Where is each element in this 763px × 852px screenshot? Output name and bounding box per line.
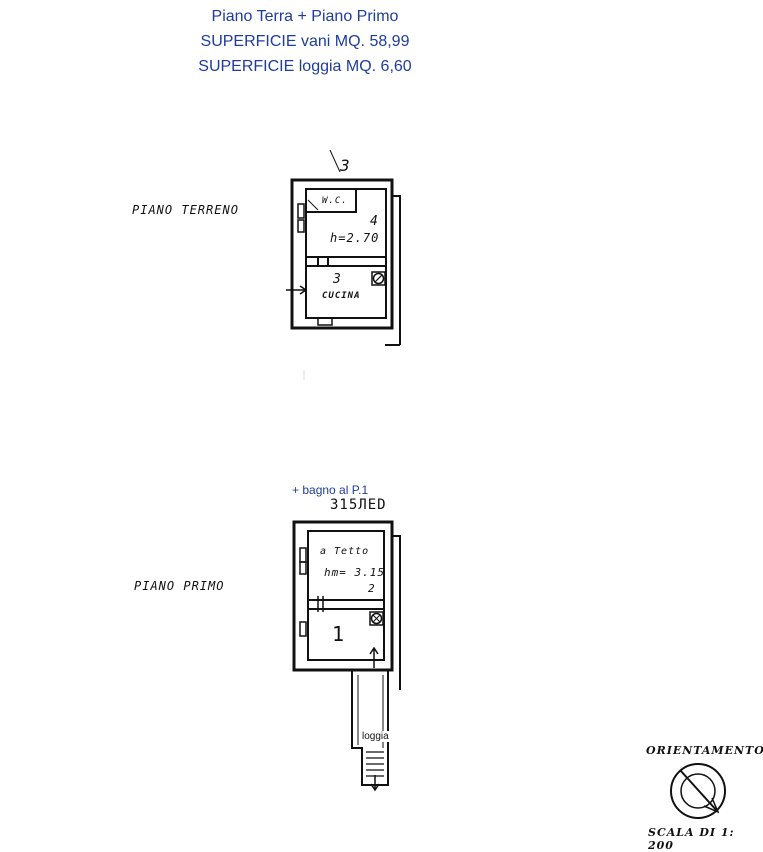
compass-rose bbox=[670, 763, 726, 819]
first-entrance-arrow bbox=[369, 646, 379, 668]
ground-height-label: h=2.70 bbox=[330, 231, 380, 245]
ground-outer-wall bbox=[290, 178, 394, 330]
first-floor-note: + bagno al P.1 bbox=[292, 483, 369, 497]
wc-partition bbox=[306, 189, 357, 213]
ground-entrance-arrow bbox=[286, 285, 308, 295]
ground-room-number-top: 4 bbox=[370, 214, 379, 229]
ground-floor-label: PIANO TERRENO bbox=[132, 203, 239, 217]
ground-inner-wall bbox=[305, 188, 387, 319]
first-outer-wall bbox=[292, 520, 394, 672]
first-room-number-top: 2 bbox=[368, 582, 376, 595]
first-floor-label: PIANO PRIMO bbox=[134, 579, 225, 593]
header-surface-rooms: SUPERFICIE vani MQ. 58,99 bbox=[200, 33, 410, 50]
loggia-outline bbox=[351, 670, 389, 786]
kitchen-label: CUCINA bbox=[322, 291, 361, 301]
ground-room-divider bbox=[306, 256, 386, 267]
ground-room-number-bottom: 3 bbox=[333, 272, 342, 287]
loggia-stairs bbox=[366, 751, 384, 777]
scale-label: SCALA DI 1: 200 bbox=[648, 826, 735, 852]
loggia-label: loggia bbox=[362, 731, 389, 742]
roof-label: a Tetto bbox=[320, 546, 370, 557]
header-block: Piano Terra + Piano Primo SUPERFICIE van… bbox=[0, 4, 610, 79]
first-inner-wall bbox=[307, 530, 385, 661]
first-floor-code: 315ЛЕD bbox=[330, 497, 387, 513]
first-height-label: hm= 3.15 bbox=[324, 566, 385, 579]
orientation-label: ORIENTAMENTO bbox=[646, 744, 763, 757]
ground-parcel-number: 3 bbox=[340, 156, 351, 175]
header-title: Piano Terra + Piano Primo bbox=[211, 8, 399, 25]
header-surface-loggia: SUPERFICIE loggia MQ. 6,60 bbox=[198, 58, 412, 75]
first-room-number-bottom: 1 bbox=[332, 622, 346, 646]
wc-label: W.C. bbox=[322, 196, 348, 206]
first-floor-plan bbox=[292, 520, 401, 792]
first-room-divider bbox=[308, 599, 384, 610]
ground-floor-plan bbox=[286, 149, 401, 380]
